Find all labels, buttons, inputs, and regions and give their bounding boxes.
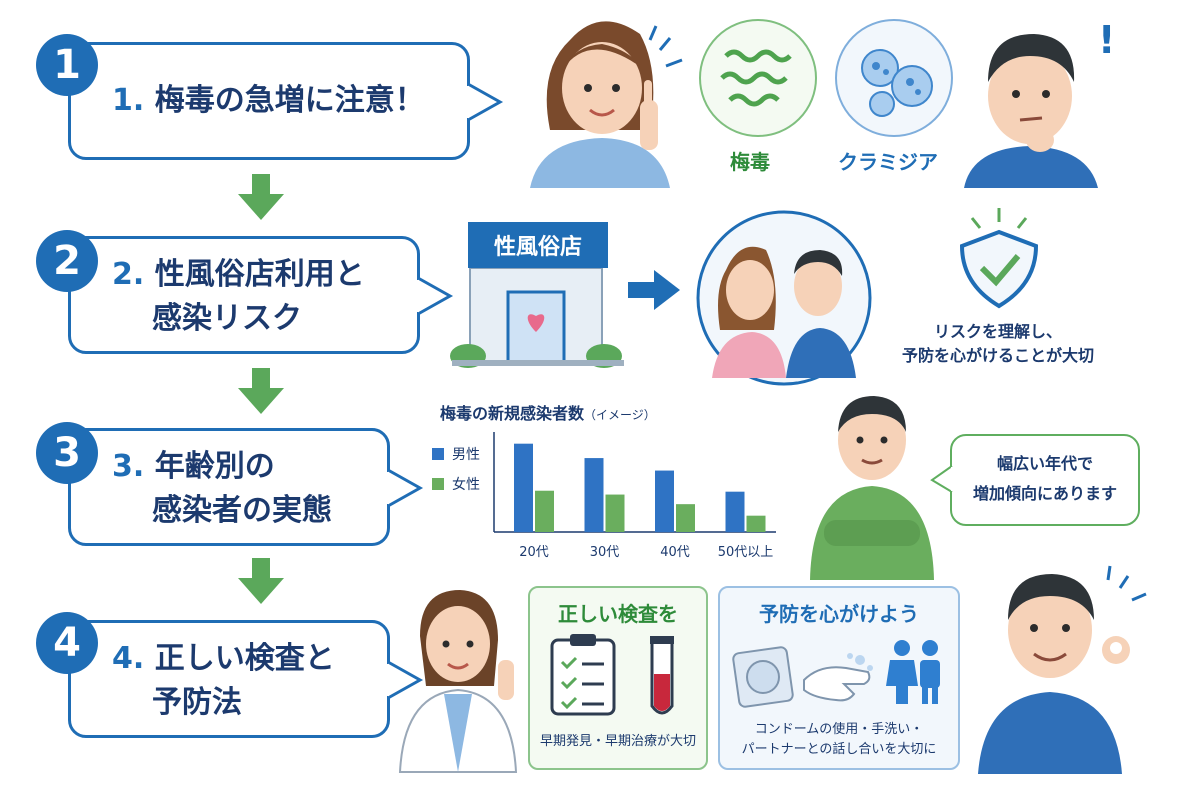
trend-speech-bubble bbox=[950, 434, 1140, 526]
trend-bubble-line2: 増加傾向にあります bbox=[972, 484, 1117, 503]
risk-caption-line2: 予防を心がけることが大切 bbox=[901, 346, 1094, 365]
bar-1-0 bbox=[535, 490, 554, 532]
step-3-bubble bbox=[68, 428, 390, 546]
prevention-panel-title: 予防を心がけよう bbox=[759, 602, 919, 626]
couple-circle-illustration bbox=[696, 210, 872, 386]
doctor-pointing-illustration bbox=[398, 590, 518, 773]
couple-icon bbox=[886, 640, 940, 704]
bar-0-3 bbox=[725, 491, 745, 532]
arrow-down-1 bbox=[238, 174, 284, 220]
hand-washing-icon bbox=[803, 653, 873, 702]
trend-bubble-tail bbox=[930, 465, 956, 493]
woman-pointing-illustration bbox=[530, 21, 683, 188]
clipboard-checklist-icon bbox=[550, 634, 616, 716]
step-1-bubble-tail bbox=[464, 82, 504, 122]
bar-0-2 bbox=[655, 470, 674, 532]
x-tick-label-2: 40代 bbox=[660, 545, 690, 560]
arrow-down-2 bbox=[238, 368, 284, 414]
man-ok-sign-illustration bbox=[978, 565, 1147, 774]
bar-1-2 bbox=[676, 504, 695, 532]
step-4-bubble-tail bbox=[384, 660, 424, 700]
step-4-number: 4 bbox=[36, 612, 98, 674]
legend-swatch-0 bbox=[432, 448, 444, 460]
bar-0-0 bbox=[514, 443, 533, 532]
man-thinking-illustration bbox=[964, 34, 1098, 188]
step-4-title-line1: 4. 正しい検査と bbox=[112, 641, 335, 676]
store-sign: 性風俗店 bbox=[468, 222, 608, 268]
bar-0-1 bbox=[584, 458, 604, 532]
exclamation-mark: ! bbox=[1098, 18, 1116, 62]
step-3-title-line1: 3. 年齢別の bbox=[112, 449, 275, 484]
right-arrow-icon bbox=[628, 270, 680, 310]
step-1-number: 1 bbox=[36, 34, 98, 96]
step-2-bubble-tail bbox=[414, 276, 454, 316]
x-tick-label-0: 20代 bbox=[519, 545, 549, 560]
testing-panel-title: 正しい検査を bbox=[558, 602, 678, 626]
man-arms-crossed-illustration bbox=[810, 396, 934, 580]
step-1-bubble bbox=[68, 42, 470, 160]
step-1-title: 1. 梅毒の急増に注意！ bbox=[112, 83, 425, 118]
step-2-title-line2: 感染リスク bbox=[152, 301, 302, 336]
prevention-caption-line2: パートナーとの話し合いを大切に bbox=[741, 742, 937, 757]
trend-bubble-line1: 幅広い年代で bbox=[996, 454, 1093, 473]
chart-title: 梅毒の新規感染者数（イメージ） bbox=[440, 404, 656, 423]
bar-1-3 bbox=[746, 515, 766, 532]
x-tick-label-1: 30代 bbox=[590, 545, 620, 560]
step-2-number: 2 bbox=[36, 230, 98, 292]
test-tube-icon bbox=[650, 636, 674, 715]
condom-package-icon bbox=[732, 646, 794, 708]
step-2-bubble bbox=[68, 236, 420, 354]
step-3-number: 3 bbox=[36, 422, 98, 484]
step-3-title-line2: 感染者の実態 bbox=[152, 493, 332, 528]
store-building-illustration bbox=[450, 267, 624, 368]
step-4-title-line2: 予防法 bbox=[152, 685, 242, 720]
step-3-bubble-tail bbox=[384, 468, 424, 508]
x-tick-label-3: 50代以上 bbox=[718, 545, 774, 560]
syphilis-label: 梅毒 bbox=[730, 150, 770, 174]
syphilis-bacteria-icon bbox=[699, 19, 817, 137]
chlamydia-cells-icon bbox=[835, 19, 953, 137]
legend-label-0: 男性 bbox=[452, 447, 480, 463]
testing-panel bbox=[528, 586, 708, 770]
prevention-caption-line1: コンドームの使用・手洗い・ bbox=[754, 722, 924, 737]
arrow-down-3 bbox=[238, 558, 284, 604]
bar-1-1 bbox=[605, 494, 625, 532]
risk-caption-line1: リスクを理解し、 bbox=[933, 322, 1062, 341]
testing-caption: 早期発見・早期治療が大切 bbox=[539, 734, 696, 749]
chlamydia-label: クラミジア bbox=[838, 150, 938, 174]
step-2-title-line1: 2. 性風俗店利用と bbox=[112, 257, 365, 292]
legend-label-1: 女性 bbox=[452, 476, 480, 493]
legend-swatch-1 bbox=[432, 478, 444, 490]
shield-check-icon bbox=[959, 208, 1039, 309]
